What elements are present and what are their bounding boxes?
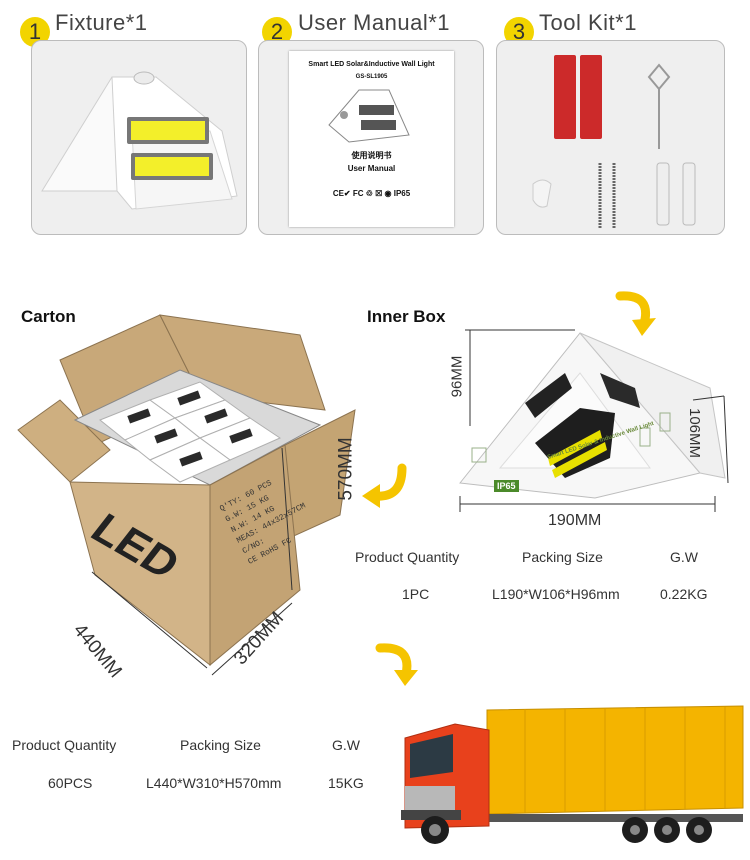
carton-value-gw: 15KG: [328, 775, 364, 791]
inner-box-side-label: 106MM: [686, 408, 703, 459]
carton-header-packing-size: Packing Size: [180, 737, 261, 753]
inner-value-quantity: 1PC: [402, 586, 430, 602]
curved-arrow-icon: [615, 291, 656, 336]
manual-card: Smart LED Solar&Inductive Wall Light GS-…: [258, 40, 484, 235]
solar-light-fixture-image: [41, 71, 238, 210]
user-manual-booklet: Smart LED Solar&Inductive Wall Light GS-…: [289, 51, 454, 227]
inner-box-image: [459, 329, 729, 512]
carton-value-packing-size: L440*W310*H570mm: [146, 775, 282, 791]
inner-box-height-label: 96MM: [448, 355, 466, 398]
inner-box-ip-badge: IP65: [494, 480, 519, 492]
fixture-title: Fixture*1: [55, 10, 148, 35]
manual-cert-icons: CE✔ FC ♲ ☒ ◉ IP65: [332, 189, 411, 198]
manual-cn-title: 使用说明书: [351, 151, 392, 160]
inner-value-gw: 0.22KG: [660, 586, 708, 602]
carton-value-quantity: 60PCS: [48, 775, 93, 791]
fixture-card: [31, 40, 247, 235]
inner-header-gw: G.W: [670, 549, 698, 565]
adhesive-pad-2: [580, 55, 602, 139]
inner-header-quantity: Product Quantity: [355, 549, 460, 565]
truck-image: [401, 705, 744, 844]
toolkit-parts-image: [532, 55, 696, 229]
manual-model: GS-SL1905: [355, 74, 388, 80]
manual-product-sketch: [328, 89, 410, 143]
inner-box-title: Inner Box: [367, 307, 446, 326]
inner-box-length-label: 190MM: [548, 512, 602, 529]
manual-product-name: Smart LED Solar&Inductive Wall Light: [308, 61, 435, 68]
curved-arrow-icon-down: [375, 643, 418, 686]
toolkit-title: Tool Kit*1: [539, 10, 637, 35]
manual-en-title: User Manual: [347, 164, 396, 173]
curved-arrow-icon-left: [362, 463, 407, 508]
toolkit-card: [496, 40, 725, 235]
carton-title: Carton: [21, 307, 76, 326]
carton-box-image: [17, 314, 356, 676]
inner-value-packing-size: L190*W106*H96mm: [492, 586, 620, 602]
carton-header-quantity: Product Quantity: [12, 737, 117, 753]
carton-height-label: 570MM: [335, 437, 357, 501]
adhesive-pad-1: [554, 55, 576, 139]
carton-header-gw: G.W: [332, 737, 360, 753]
inner-header-packing-size: Packing Size: [522, 549, 603, 565]
manual-title: User Manual*1: [298, 10, 451, 35]
